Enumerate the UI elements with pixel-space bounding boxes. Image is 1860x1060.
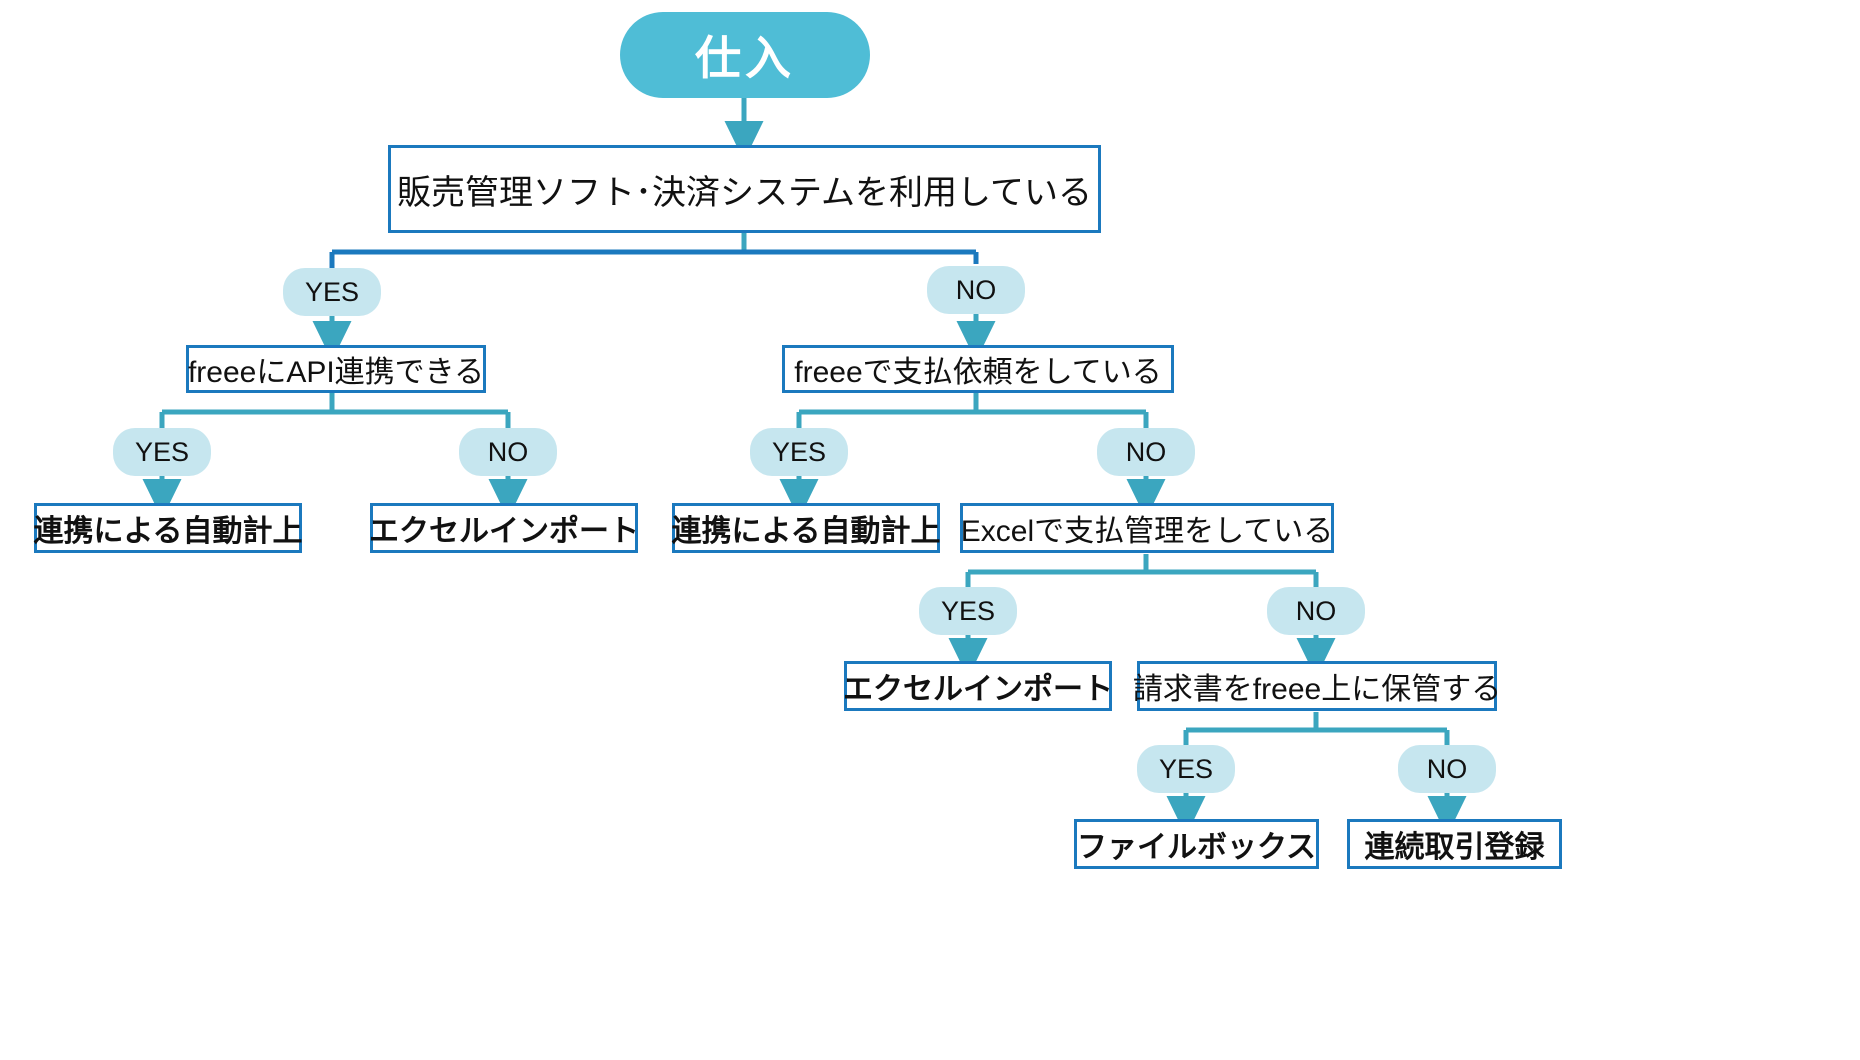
branch-label-payreq-no[interactable]: NO	[1097, 428, 1195, 476]
branch-label-store-no[interactable]: NO	[1398, 745, 1496, 793]
branch-label-lvl1-yes[interactable]: YES	[283, 268, 381, 316]
node-result-auto-entry-2[interactable]: 連携による自動計上	[671, 503, 941, 553]
branch-label-api-yes[interactable]: YES	[113, 428, 211, 476]
node-question-sales-system[interactable]: 販売管理ソフト･決済システムを利用している	[388, 145, 1101, 233]
node-result-excel-import-2[interactable]: エクセルインポート	[843, 661, 1113, 711]
node-result-auto-entry-1[interactable]: 連携による自動計上	[33, 503, 303, 553]
node-question-excel-payment[interactable]: Excelで支払管理をしている	[960, 503, 1334, 553]
branch-label-payreq-yes[interactable]: YES	[750, 428, 848, 476]
node-result-file-box[interactable]: ファイルボックス	[1074, 819, 1319, 869]
node-start[interactable]: 仕入	[620, 12, 870, 98]
branch-label-api-no[interactable]: NO	[459, 428, 557, 476]
branch-label-store-yes[interactable]: YES	[1137, 745, 1235, 793]
node-question-api-link[interactable]: freeeにAPI連携できる	[186, 345, 486, 393]
branch-label-lvl1-no[interactable]: NO	[927, 266, 1025, 314]
branch-label-excelpay-no[interactable]: NO	[1267, 587, 1365, 635]
node-question-store-invoice[interactable]: 請求書をfreee上に保管する	[1133, 661, 1501, 711]
branch-label-excelpay-yes[interactable]: YES	[919, 587, 1017, 635]
node-question-payment-request[interactable]: freeeで支払依頼をしている	[782, 345, 1174, 393]
node-result-excel-import-1[interactable]: エクセルインポート	[369, 503, 639, 553]
node-result-serial-transaction[interactable]: 連続取引登録	[1347, 819, 1562, 869]
